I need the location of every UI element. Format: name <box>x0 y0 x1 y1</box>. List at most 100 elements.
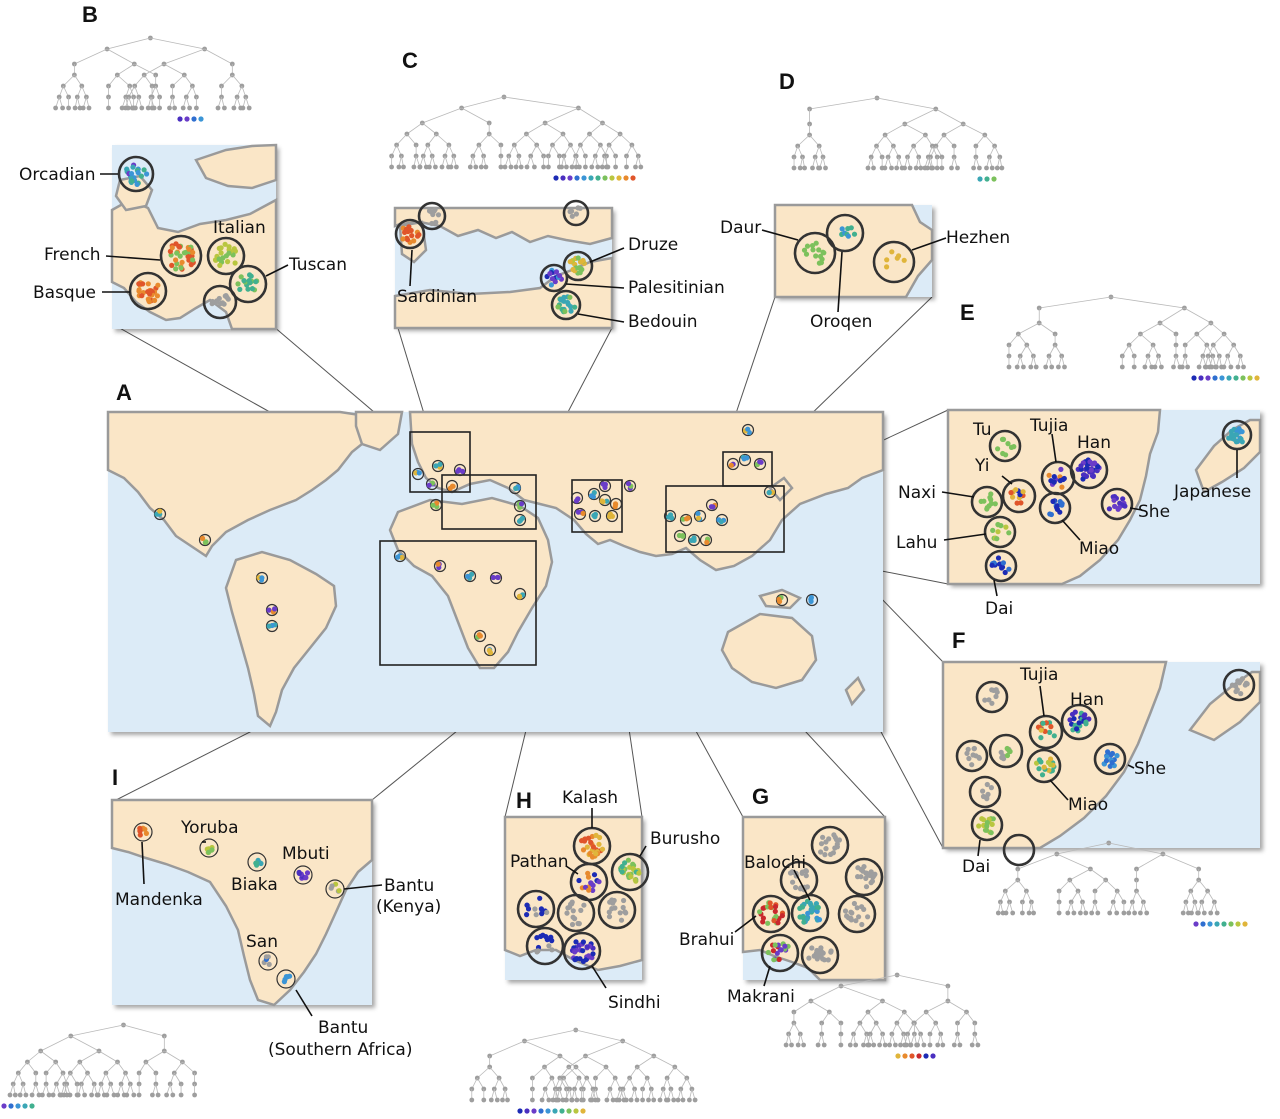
sample-dot <box>1006 566 1012 572</box>
tree-node <box>7 1092 13 1098</box>
tree-node <box>789 1042 794 1048</box>
sample-dot <box>995 555 1002 561</box>
tree-node <box>1185 364 1190 370</box>
label-sardinian: Sardinian <box>397 287 477 307</box>
sample-site <box>705 498 719 512</box>
tree-node <box>172 105 178 111</box>
sample-dot <box>238 274 244 280</box>
sample-site <box>445 479 459 493</box>
sample-dot <box>416 232 422 238</box>
sample-dot <box>593 832 599 839</box>
sample-dot <box>202 539 208 546</box>
tree-leaf <box>1226 375 1232 381</box>
tree-leaf <box>573 1108 579 1114</box>
tree-node <box>1043 364 1049 370</box>
sample-dot <box>1059 501 1065 507</box>
tree-node <box>136 1092 142 1098</box>
sample-dot <box>1067 717 1073 723</box>
sample-dot <box>815 904 821 911</box>
tree-node <box>934 165 940 171</box>
sample-dot <box>821 957 828 963</box>
sample-dot <box>860 868 866 874</box>
sample-dot <box>861 864 867 870</box>
tree-node <box>215 105 221 111</box>
sample-dot <box>799 869 806 875</box>
sample-dot <box>209 298 216 305</box>
sample-dot <box>416 470 422 476</box>
sample-site <box>598 493 612 507</box>
tree-node <box>921 1042 927 1048</box>
sample-dot <box>577 205 583 211</box>
label-makrani: Makrani <box>727 987 795 1007</box>
sample-dot <box>619 863 625 870</box>
sample-dot <box>856 914 862 920</box>
tree-node <box>1028 364 1034 370</box>
world-map-panel: A <box>106 380 885 732</box>
tree-node <box>401 164 406 170</box>
tree-node <box>550 1097 556 1103</box>
label-italian: Italian <box>213 218 266 238</box>
sample-dot <box>409 233 415 239</box>
tree-node <box>86 105 92 111</box>
sample-dot <box>544 909 550 916</box>
sample-dot <box>1229 682 1235 688</box>
sample-dot <box>1036 766 1042 772</box>
sample-dot <box>535 948 541 954</box>
tree-leaf <box>923 1053 929 1059</box>
tree-leaf <box>895 1053 901 1059</box>
tree-node <box>66 105 71 111</box>
tree-node <box>1132 910 1137 916</box>
sample-dot <box>990 527 996 534</box>
tree-node <box>995 910 1001 916</box>
sample-dot <box>266 961 272 968</box>
tree-node <box>473 164 479 170</box>
panel-label-e: E <box>960 300 975 325</box>
tree-node <box>1056 910 1062 916</box>
tree-leaf <box>567 175 573 181</box>
sample-dot <box>828 948 834 954</box>
tree-node <box>1235 364 1241 370</box>
tree-leaf <box>1200 921 1206 927</box>
tree-node <box>977 165 982 171</box>
tree-leaf <box>559 1108 565 1114</box>
sample-dot <box>546 943 552 949</box>
tree-node <box>940 1042 946 1048</box>
sample-dot <box>336 888 342 894</box>
sample-dot <box>619 869 625 875</box>
tree-node <box>494 1097 500 1103</box>
tree-node <box>36 1092 42 1098</box>
tree-leaf <box>1247 375 1253 381</box>
sample-dot <box>217 262 223 268</box>
sample-site <box>473 629 487 643</box>
sample-dot <box>575 496 581 502</box>
sample-dot <box>834 841 840 847</box>
sample-dot <box>999 436 1006 442</box>
tree-node <box>925 165 930 171</box>
tree-node <box>1196 364 1202 370</box>
sample-dot <box>569 921 576 928</box>
sample-dot <box>776 596 782 603</box>
sample-dot <box>1060 476 1066 483</box>
sample-dot <box>995 446 1001 452</box>
sample-dot <box>1095 464 1101 470</box>
tree-leaf <box>517 1108 523 1114</box>
tree-leaf <box>1205 375 1211 381</box>
sample-dot <box>818 849 824 855</box>
sample-dot <box>993 693 999 700</box>
sample-dot <box>547 271 553 277</box>
sample-dot <box>572 949 578 955</box>
sample-dot <box>495 574 501 581</box>
tree-leaf <box>177 116 183 122</box>
label-tujia-f: Tujia <box>1019 665 1058 685</box>
sample-dot <box>532 906 538 912</box>
sample-dot <box>565 301 571 307</box>
tree-leaf <box>566 1108 572 1114</box>
panel-g: Balochi Brahui Makrani G <box>679 784 887 1007</box>
tree-node <box>72 105 78 111</box>
panel-label-g: G <box>752 784 769 809</box>
sample-dot <box>772 904 779 910</box>
sample-dot <box>169 245 175 251</box>
tree-node <box>801 1042 806 1048</box>
label-tu: Tu <box>972 420 992 440</box>
